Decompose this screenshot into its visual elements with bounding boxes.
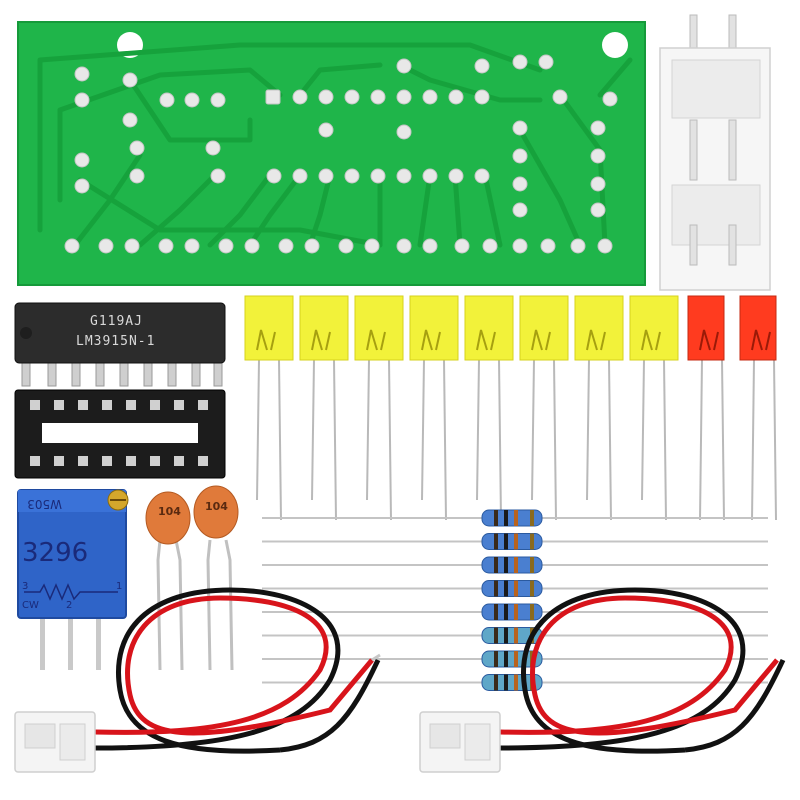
pot-code-label: 3296	[22, 538, 88, 568]
resistor	[262, 533, 768, 550]
led-red	[739, 295, 777, 521]
ic-marking-line2: LM3915N-1	[76, 334, 155, 349]
capacitor-2-label: 104	[205, 500, 228, 513]
wire-harness-left	[14, 587, 381, 773]
pot-top-label: W503	[27, 497, 62, 511]
led-yellow	[299, 295, 349, 521]
pcb-pads	[64, 54, 618, 254]
header-connector	[659, 14, 771, 291]
ic-chip: G119AJ LM3915N-1	[14, 302, 226, 387]
wire-harness-right	[419, 587, 786, 773]
ic-marking-line1: G119AJ	[90, 314, 143, 329]
led-yellow	[629, 295, 679, 521]
resistor	[262, 580, 768, 597]
pot-pin1-label: 1	[116, 581, 122, 592]
resistor	[262, 674, 768, 691]
pot-cw-label: CW	[22, 600, 39, 611]
led-yellow	[409, 295, 459, 521]
resistor	[262, 556, 768, 574]
led-yellow	[464, 295, 514, 521]
led-yellow	[354, 295, 404, 521]
pcb-mount-hole-right	[602, 32, 628, 58]
ceramic-capacitor-2: 104	[193, 485, 239, 671]
led-group	[244, 295, 777, 521]
led-yellow	[574, 295, 624, 521]
pot-pin2-label: 2	[66, 600, 72, 611]
ceramic-capacitor-1: 104	[145, 491, 191, 671]
ic-socket	[14, 389, 226, 479]
resistor	[262, 603, 768, 621]
led-red	[687, 295, 725, 521]
pcb-board	[17, 21, 646, 286]
capacitor-1-label: 104	[158, 505, 181, 518]
trimmer-potentiometer: W503 3296 3 1 2 CW	[17, 489, 129, 670]
pot-pin3-label: 3	[22, 581, 28, 592]
led-yellow	[244, 295, 294, 521]
resistor	[262, 509, 768, 527]
led-yellow	[519, 295, 569, 521]
resistor-group	[262, 509, 768, 691]
pcb-traces	[37, 42, 633, 248]
